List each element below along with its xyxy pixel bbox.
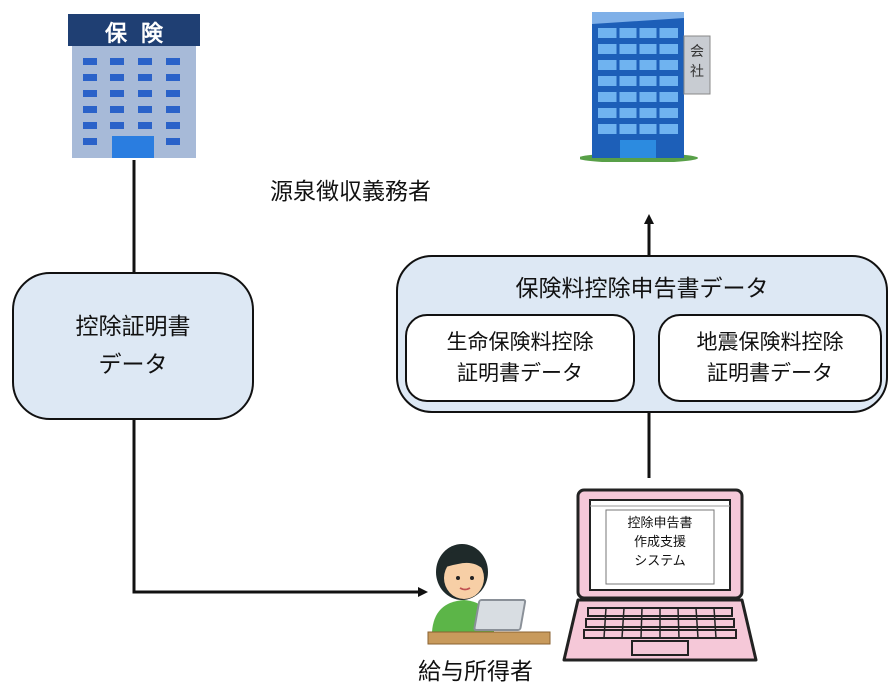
certificate-data-box: 控除証明書 データ — [12, 272, 254, 420]
system-screen-text: 控除申告書 作成支援 システム — [606, 514, 714, 571]
insurance-company-building-icon: 保険 — [68, 10, 200, 160]
certificate-data-line2: データ — [98, 352, 168, 378]
life-insurance-line2: 証明書データ — [457, 361, 583, 385]
company-building-icon: 会社 — [578, 6, 720, 163]
earthquake-insurance-certificate-box: 地震保険料控除 証明書データ — [658, 314, 882, 402]
laptop-icon: 控除申告書 作成支援 システム — [562, 488, 758, 668]
salary-earner-label: 給与所得者 — [418, 659, 533, 685]
earthquake-insurance-line1: 地震保険料控除 — [696, 330, 844, 354]
certificate-data-line1: 控除証明書 — [75, 314, 191, 340]
certificate-to-earner-arrow — [132, 420, 428, 597]
earthquake-insurance-line2: 証明書データ — [707, 361, 833, 385]
system-line3: システム — [634, 554, 686, 569]
life-insurance-certificate-box: 生命保険料控除 証明書データ — [405, 314, 635, 402]
insurer-sign-text: 保険 — [104, 22, 177, 47]
withholding-agent-label: 源泉徴収義務者 — [270, 179, 431, 205]
company-sign-text: 会社 — [690, 44, 704, 80]
salary-earner-person-icon — [424, 540, 554, 648]
life-insurance-line1: 生命保険料控除 — [446, 330, 594, 354]
system-line1: 控除申告書 — [627, 516, 693, 531]
declaration-data-title: 保険料控除申告書データ — [515, 276, 769, 302]
system-line2: 作成支援 — [633, 535, 686, 550]
